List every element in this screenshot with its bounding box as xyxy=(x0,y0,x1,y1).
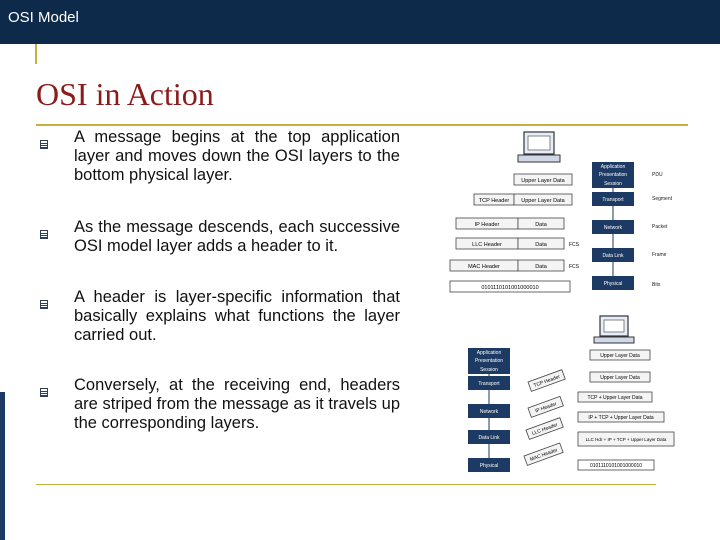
row-header-text: LLC Header xyxy=(472,242,502,248)
layer-label: Data Link xyxy=(602,253,624,259)
layer-label: Presentation xyxy=(599,172,627,178)
row-trailer-text: FCS xyxy=(569,242,580,248)
computer-icon xyxy=(593,315,635,344)
pdu-label: PDU xyxy=(652,172,663,178)
slide-title: OSI in Action xyxy=(36,76,214,112)
row-data-text: Upper Layer Data xyxy=(521,178,565,184)
bullet-text: A message begins at the top application … xyxy=(74,128,400,184)
row-upper-data: Upper Layer Data xyxy=(513,173,573,186)
layer-label: Application xyxy=(601,164,626,170)
row: Upper Layer Data xyxy=(589,371,651,383)
encapsulation-diagram: Upper Layer Data TCP Header Upper Layer … xyxy=(449,131,673,293)
row-text: TCP + Upper Layer Data xyxy=(587,395,642,401)
layer-label: Session xyxy=(480,367,498,373)
layer-stack: Application Presentation Session Transpo… xyxy=(468,348,510,472)
row-data-text: Data xyxy=(535,264,548,270)
row-data-text: Data xyxy=(535,222,548,228)
row-llc: LLC Header Data FCS xyxy=(455,237,580,250)
layer-label: Network xyxy=(604,225,623,231)
decapsulation-diagram: Application Presentation Session Transpo… xyxy=(468,315,675,472)
layer-label: Presentation xyxy=(475,358,503,364)
bullet-text: A header is layer-specific information t… xyxy=(74,288,400,344)
computer-icon xyxy=(517,131,561,163)
stripped-header-tag: IP Header xyxy=(527,395,564,418)
row-header-text: TCP Header xyxy=(479,198,510,204)
stripped-header-tag: MAC Header xyxy=(523,442,564,466)
row-text: IP + TCP + Upper Layer Data xyxy=(588,415,654,421)
layer-label: Physical xyxy=(480,463,499,469)
row: Upper Layer Data xyxy=(589,349,651,361)
accent-line-top xyxy=(35,44,37,64)
row-data-text: Upper Layer Data xyxy=(521,198,565,204)
row-ip: IP Header Data xyxy=(455,217,565,230)
stripped-header-tag: TCP Header xyxy=(527,369,566,392)
stripped-header-tag: LLC Header xyxy=(525,417,564,440)
row-trailer-text: FCS xyxy=(569,264,580,270)
header-title: OSI Model xyxy=(8,9,79,26)
layer-label: Physical xyxy=(604,281,623,287)
row: IP + TCP + Upper Layer Data xyxy=(577,411,665,423)
layer-label: Transport xyxy=(478,381,500,387)
row-text: LLC Hdr + IP + TCP + Upper Layer Data xyxy=(586,437,667,442)
row-text: Upper Layer Data xyxy=(600,375,640,381)
row-data-text: Data xyxy=(535,242,548,248)
pdu-label: Frame xyxy=(652,252,667,258)
bullet-icon xyxy=(40,388,48,397)
bullet-icon xyxy=(40,140,48,149)
row-header-text: MAC Header xyxy=(468,264,500,270)
layer-label: Application xyxy=(477,350,502,356)
header-bar: OSI Model xyxy=(0,0,720,44)
layer-label: Network xyxy=(480,409,499,415)
row-header-text: IP Header xyxy=(475,222,500,228)
footer-divider xyxy=(36,484,656,485)
bullet-icon xyxy=(40,300,48,309)
row: TCP + Upper Layer Data xyxy=(577,391,653,403)
row-bits-text: 0101110101001000010 xyxy=(481,285,538,291)
row: 0101110101001000010 xyxy=(577,459,655,471)
layer-label: Data Link xyxy=(478,435,500,441)
pdu-label: Bits xyxy=(652,282,661,288)
bullet-text: As the message descends, each successive… xyxy=(74,218,400,255)
row: LLC Hdr + IP + TCP + Upper Layer Data xyxy=(577,431,675,447)
row-tcp: TCP Header Upper Layer Data xyxy=(473,193,573,206)
pdu-label: Packet xyxy=(652,224,668,230)
pdu-label: Segment xyxy=(652,196,673,202)
layer-label: Transport xyxy=(602,197,624,203)
layer-stack: Application Presentation Session Transpo… xyxy=(592,162,634,290)
row-bits: 0101110101001000010 xyxy=(449,280,571,293)
row-text: Upper Layer Data xyxy=(600,353,640,359)
layer-label: Session xyxy=(604,181,622,187)
bullet-text: Conversely, at the receiving end, header… xyxy=(74,376,400,432)
title-underline xyxy=(36,124,688,126)
row-text: 0101110101001000010 xyxy=(590,463,642,469)
accent-bar-left xyxy=(0,392,5,540)
bullet-icon xyxy=(40,230,48,239)
row-mac: MAC Header Data FCS xyxy=(449,259,580,272)
